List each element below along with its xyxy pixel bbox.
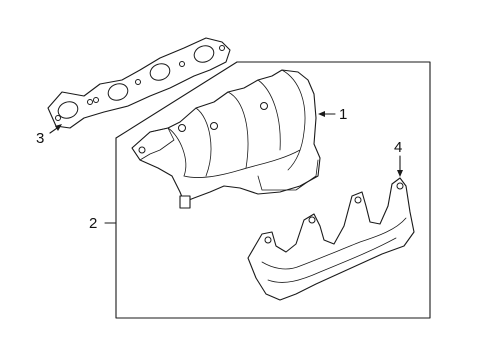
gasket-bolt-hole bbox=[135, 79, 141, 85]
callout-3-arrowhead bbox=[55, 124, 62, 131]
heat-shield-bolt-hole bbox=[354, 196, 362, 204]
callout-1-arrowhead bbox=[318, 111, 325, 117]
manifold-bolt-boss bbox=[210, 122, 218, 130]
heat-shield bbox=[247, 177, 415, 301]
gasket-port-3 bbox=[149, 63, 171, 81]
heat-shield-rib bbox=[261, 217, 407, 270]
manifold-runner bbox=[257, 79, 281, 151]
manifold-bolt-boss bbox=[178, 124, 186, 132]
gasket-port-1 bbox=[57, 101, 79, 119]
manifold-runner bbox=[227, 91, 249, 169]
group-bracket bbox=[115, 61, 431, 319]
callout-leaders bbox=[49, 111, 403, 224]
manifold-bolt-boss bbox=[138, 146, 146, 154]
manifold-runner bbox=[167, 127, 187, 177]
group-bracket-top-edge bbox=[115, 61, 238, 139]
gasket-bolt-hole bbox=[219, 45, 225, 51]
manifold-gasket bbox=[47, 37, 231, 129]
gasket-port-2 bbox=[107, 83, 129, 101]
manifold-collector bbox=[281, 69, 306, 171]
manifold-lower-edge bbox=[183, 149, 301, 178]
heat-shield-bolt-hole bbox=[308, 216, 316, 224]
gasket-bolt-hole bbox=[93, 97, 99, 103]
callout-2-label: 2 bbox=[89, 215, 97, 232]
heat-shield-bolt-hole bbox=[264, 236, 272, 244]
gasket-bolt-hole bbox=[87, 99, 93, 105]
exhaust-manifold bbox=[131, 69, 321, 209]
callout-4-arrowhead bbox=[397, 170, 403, 177]
gasket-port-4 bbox=[193, 45, 215, 63]
gasket-bolt-hole bbox=[179, 61, 185, 67]
callout-4-label: 4 bbox=[394, 139, 402, 156]
manifold-stud bbox=[179, 195, 191, 209]
manifold-runner bbox=[195, 107, 212, 177]
manifold-bolt-boss bbox=[260, 102, 268, 110]
heat-shield-bolt-hole bbox=[396, 182, 404, 190]
callout-1-label: 1 bbox=[339, 106, 347, 123]
manifold-outlet bbox=[257, 159, 319, 191]
heat-shield-rib bbox=[267, 237, 397, 283]
manifold-flange bbox=[131, 127, 175, 161]
gasket-bolt-hole bbox=[55, 115, 61, 121]
callout-3-label: 3 bbox=[36, 130, 44, 147]
